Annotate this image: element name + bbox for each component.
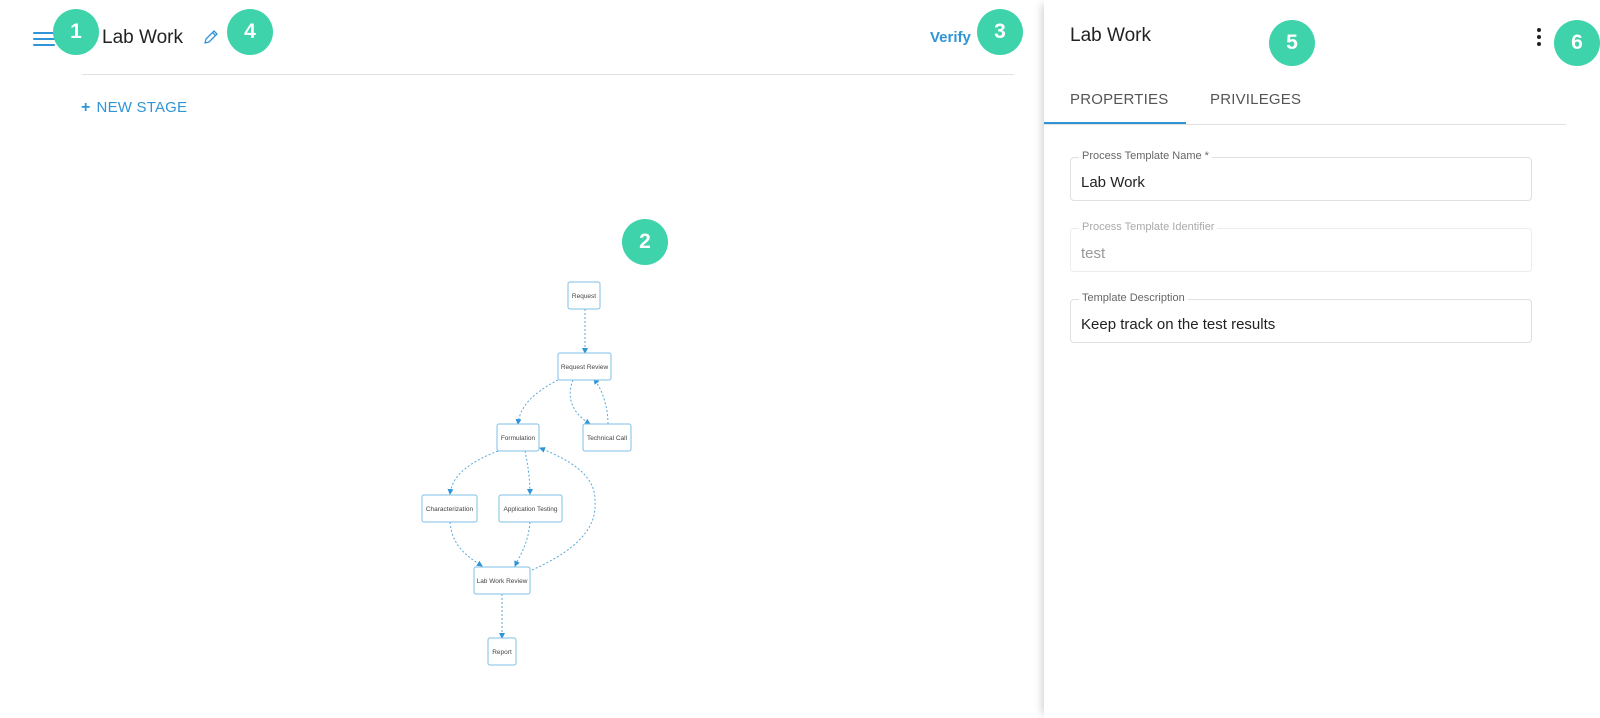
diagram-node[interactable]: Request Review: [557, 352, 612, 381]
node-label: Application Testing: [503, 506, 557, 513]
tab-privileges[interactable]: PRIVILEGES: [1210, 91, 1302, 108]
page-title: Lab Work: [102, 27, 183, 48]
node-label: Request: [572, 293, 596, 300]
template-description-field: Template Description: [1070, 292, 1532, 343]
template-description-label: Template Description: [1079, 292, 1188, 304]
properties-panel: Lab Work PROPERTIES PRIVILEGES Process T…: [1044, 0, 1600, 718]
process-diagram: Request Request Review Formulation Techn…: [421, 281, 632, 666]
diagram-node[interactable]: Formulation: [496, 423, 540, 452]
edge-review-to-formulation: [515, 379, 559, 425]
annotation-badge: 5: [1269, 20, 1315, 66]
pencil-icon[interactable]: [202, 28, 220, 46]
template-identifier-label: Process Template Identifier: [1079, 221, 1218, 233]
edge-application-testing-to-lab-review: [514, 521, 531, 567]
template-name-field: Process Template Name *: [1070, 150, 1532, 201]
diagram-edges: [447, 309, 609, 639]
panel-tabs: PROPERTIES PRIVILEGES: [1044, 74, 1566, 125]
edge-lab-review-to-formulation: [531, 447, 596, 571]
template-name-input[interactable]: [1081, 174, 1511, 191]
node-label: Technical Call: [587, 435, 628, 442]
tab-properties[interactable]: PROPERTIES: [1070, 91, 1169, 108]
template-identifier-input: [1081, 245, 1511, 262]
edge-formulation-to-characterization: [447, 450, 499, 495]
header-divider: [82, 74, 1014, 75]
annotation-badge: 1: [53, 9, 99, 55]
new-stage-button[interactable]: + NEW STAGE: [81, 99, 187, 117]
node-label: Formulation: [501, 435, 536, 442]
panel-title: Lab Work: [1070, 25, 1151, 46]
template-description-input[interactable]: [1081, 316, 1511, 333]
diagram-node[interactable]: Characterization: [421, 494, 478, 523]
active-tab-indicator: [1044, 122, 1186, 124]
diagram-node[interactable]: Request: [567, 281, 601, 310]
edge-formulation-to-application-testing: [524, 450, 533, 495]
diagram-node[interactable]: Technical Call: [582, 423, 632, 452]
edge-review-to-technical-call: [569, 379, 591, 425]
node-label: Report: [492, 649, 512, 656]
diagram-node[interactable]: Application Testing: [498, 494, 563, 523]
diagram-node[interactable]: Report: [487, 637, 517, 666]
node-label: Characterization: [426, 506, 474, 513]
verify-button[interactable]: Verify: [930, 29, 971, 46]
template-identifier-field: Process Template Identifier: [1070, 221, 1532, 272]
plus-icon: +: [81, 99, 91, 116]
menu-icon[interactable]: [33, 29, 55, 49]
annotation-badge: 2: [622, 219, 668, 265]
annotation-badge: 6: [1554, 20, 1600, 66]
edge-characterization-to-lab-review: [449, 521, 483, 567]
edge-technical-call-to-review: [593, 378, 609, 425]
process-editor: Lab Work Verify + NEW STAGE: [33, 27, 1014, 666]
node-label: Request Review: [561, 364, 609, 371]
node-label: Lab Work Review: [477, 578, 528, 585]
template-name-label: Process Template Name *: [1079, 150, 1212, 162]
annotation-badge: 4: [227, 9, 273, 55]
annotation-badge: 3: [977, 9, 1023, 55]
diagram-node[interactable]: Lab Work Review: [473, 566, 531, 595]
more-options-icon[interactable]: [1534, 28, 1544, 50]
new-stage-label: NEW STAGE: [96, 99, 188, 116]
